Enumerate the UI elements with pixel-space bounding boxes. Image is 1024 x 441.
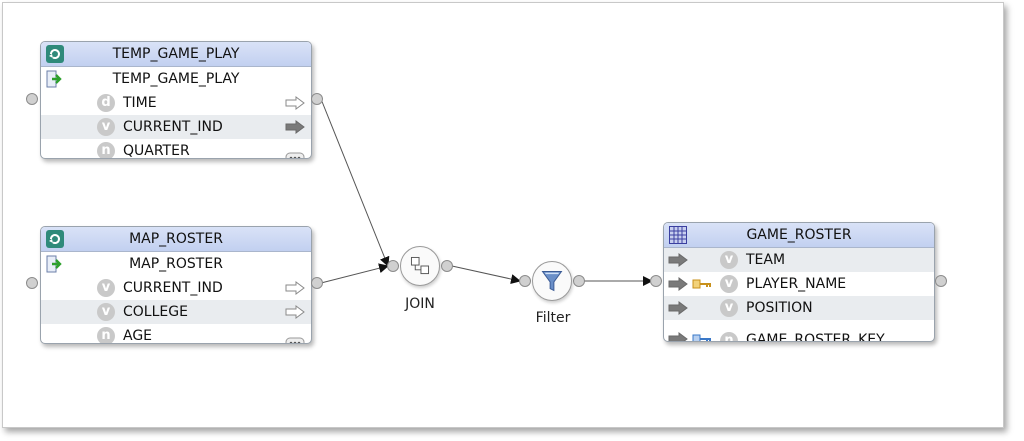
node-title: TEMP_GAME_PLAY — [112, 46, 240, 62]
attribute-label: TIME — [123, 95, 157, 111]
node-title-bar[interactable]: GAME_ROSTER — [664, 223, 934, 248]
node-header-row[interactable]: MAP_ROSTER — [41, 252, 311, 276]
input-arrow-filled-icon[interactable] — [668, 301, 688, 315]
refresh-dataset-icon — [46, 45, 64, 63]
varchar-type-icon: v — [97, 118, 115, 136]
attribute-row[interactable]: d TIME — [41, 91, 311, 115]
source-node-map-roster[interactable]: MAP_ROSTER MAP_ROSTER v CURRENT_IND v CO… — [40, 226, 312, 344]
node-header-label: TEMP_GAME_PLAY — [112, 71, 240, 87]
filter-funnel-icon — [541, 271, 563, 292]
input-arrow-filled-icon[interactable] — [668, 332, 688, 342]
source-node-temp-game-play[interactable]: TEMP_GAME_PLAY TEMP_GAME_PLAY d TIME v C… — [40, 41, 312, 159]
link-temp-game-play-to-join[interactable] — [320, 98, 390, 267]
filter-output-port[interactable] — [573, 275, 585, 287]
source-entry-icon — [46, 255, 62, 273]
target-node-game-roster[interactable]: GAME_ROSTER v TEAM v PLAYER_NAME v POSIT… — [663, 222, 935, 342]
attribute-label: PLAYER_NAME — [746, 276, 847, 292]
attribute-row[interactable]: v CURRENT_IND — [41, 115, 311, 139]
attribute-row[interactable]: v CURRENT_IND — [41, 276, 311, 300]
node-title: GAME_ROSTER — [746, 227, 852, 243]
output-arrow-outline-icon[interactable] — [285, 305, 305, 319]
key-blue-icon — [692, 334, 711, 341]
filter-operator[interactable] — [532, 261, 572, 301]
output-port[interactable] — [935, 275, 947, 287]
attribute-row[interactable]: v COLLEGE — [41, 300, 311, 324]
node-title-bar[interactable]: TEMP_GAME_PLAY — [41, 42, 311, 67]
link-join-to-filter[interactable] — [451, 265, 521, 284]
attribute-row[interactable]: v TEAM — [664, 248, 934, 272]
node-header-row[interactable]: TEMP_GAME_PLAY — [41, 67, 311, 91]
join-icon — [410, 256, 430, 275]
link-map-roster-to-join[interactable] — [320, 263, 389, 284]
number-type-icon: n — [720, 332, 738, 341]
node-title-bar[interactable]: MAP_ROSTER — [41, 227, 311, 252]
attribute-label: AGE — [123, 328, 153, 344]
join-label: JOIN — [405, 296, 435, 312]
refresh-dataset-icon — [46, 230, 64, 248]
more-ellipsis-icon[interactable] — [285, 151, 305, 159]
attribute-row[interactable]: n AGE — [41, 324, 311, 344]
output-arrow-outline-icon[interactable] — [285, 96, 305, 110]
output-port[interactable] — [311, 93, 323, 105]
date-type-icon: d — [97, 94, 115, 112]
source-entry-icon — [46, 70, 62, 88]
node-title: MAP_ROSTER — [129, 231, 223, 247]
join-input-port[interactable] — [387, 260, 399, 272]
attribute-label: GAME_ROSTER_KEY — [746, 332, 885, 342]
filter-input-port[interactable] — [519, 275, 531, 287]
attribute-label: COLLEGE — [123, 304, 188, 320]
attribute-row[interactable]: v POSITION — [664, 296, 934, 320]
filter-label: Filter — [535, 310, 571, 326]
varchar-type-icon: v — [720, 251, 738, 269]
input-port[interactable] — [650, 275, 662, 287]
join-operator[interactable] — [400, 246, 440, 286]
output-arrow-outline-icon[interactable] — [285, 281, 305, 295]
input-port[interactable] — [26, 277, 38, 289]
output-arrow-filled-icon[interactable] — [285, 120, 305, 134]
more-ellipsis-icon[interactable] — [285, 336, 305, 344]
attribute-row[interactable]: n QUARTER — [41, 139, 311, 159]
varchar-type-icon: v — [97, 279, 115, 297]
input-arrow-filled-icon[interactable] — [668, 253, 688, 267]
attribute-label: POSITION — [746, 300, 813, 316]
number-type-icon: n — [97, 142, 115, 158]
input-arrow-filled-icon[interactable] — [668, 277, 688, 291]
attribute-row[interactable]: v PLAYER_NAME — [664, 272, 934, 296]
varchar-type-icon: v — [720, 299, 738, 317]
join-output-port[interactable] — [441, 260, 453, 272]
attribute-row[interactable]: n GAME_ROSTER_KEY — [664, 320, 934, 342]
node-header-label: MAP_ROSTER — [129, 256, 223, 272]
key-gold-icon — [692, 279, 711, 289]
varchar-type-icon: v — [720, 275, 738, 293]
attribute-label: CURRENT_IND — [123, 280, 223, 296]
attribute-label: QUARTER — [123, 143, 190, 159]
number-type-icon: n — [97, 327, 115, 343]
attribute-label: TEAM — [746, 252, 786, 268]
varchar-type-icon: v — [97, 303, 115, 321]
output-port[interactable] — [311, 277, 323, 289]
input-port[interactable] — [26, 93, 38, 105]
attribute-label: CURRENT_IND — [123, 119, 223, 135]
table-icon — [669, 226, 687, 244]
